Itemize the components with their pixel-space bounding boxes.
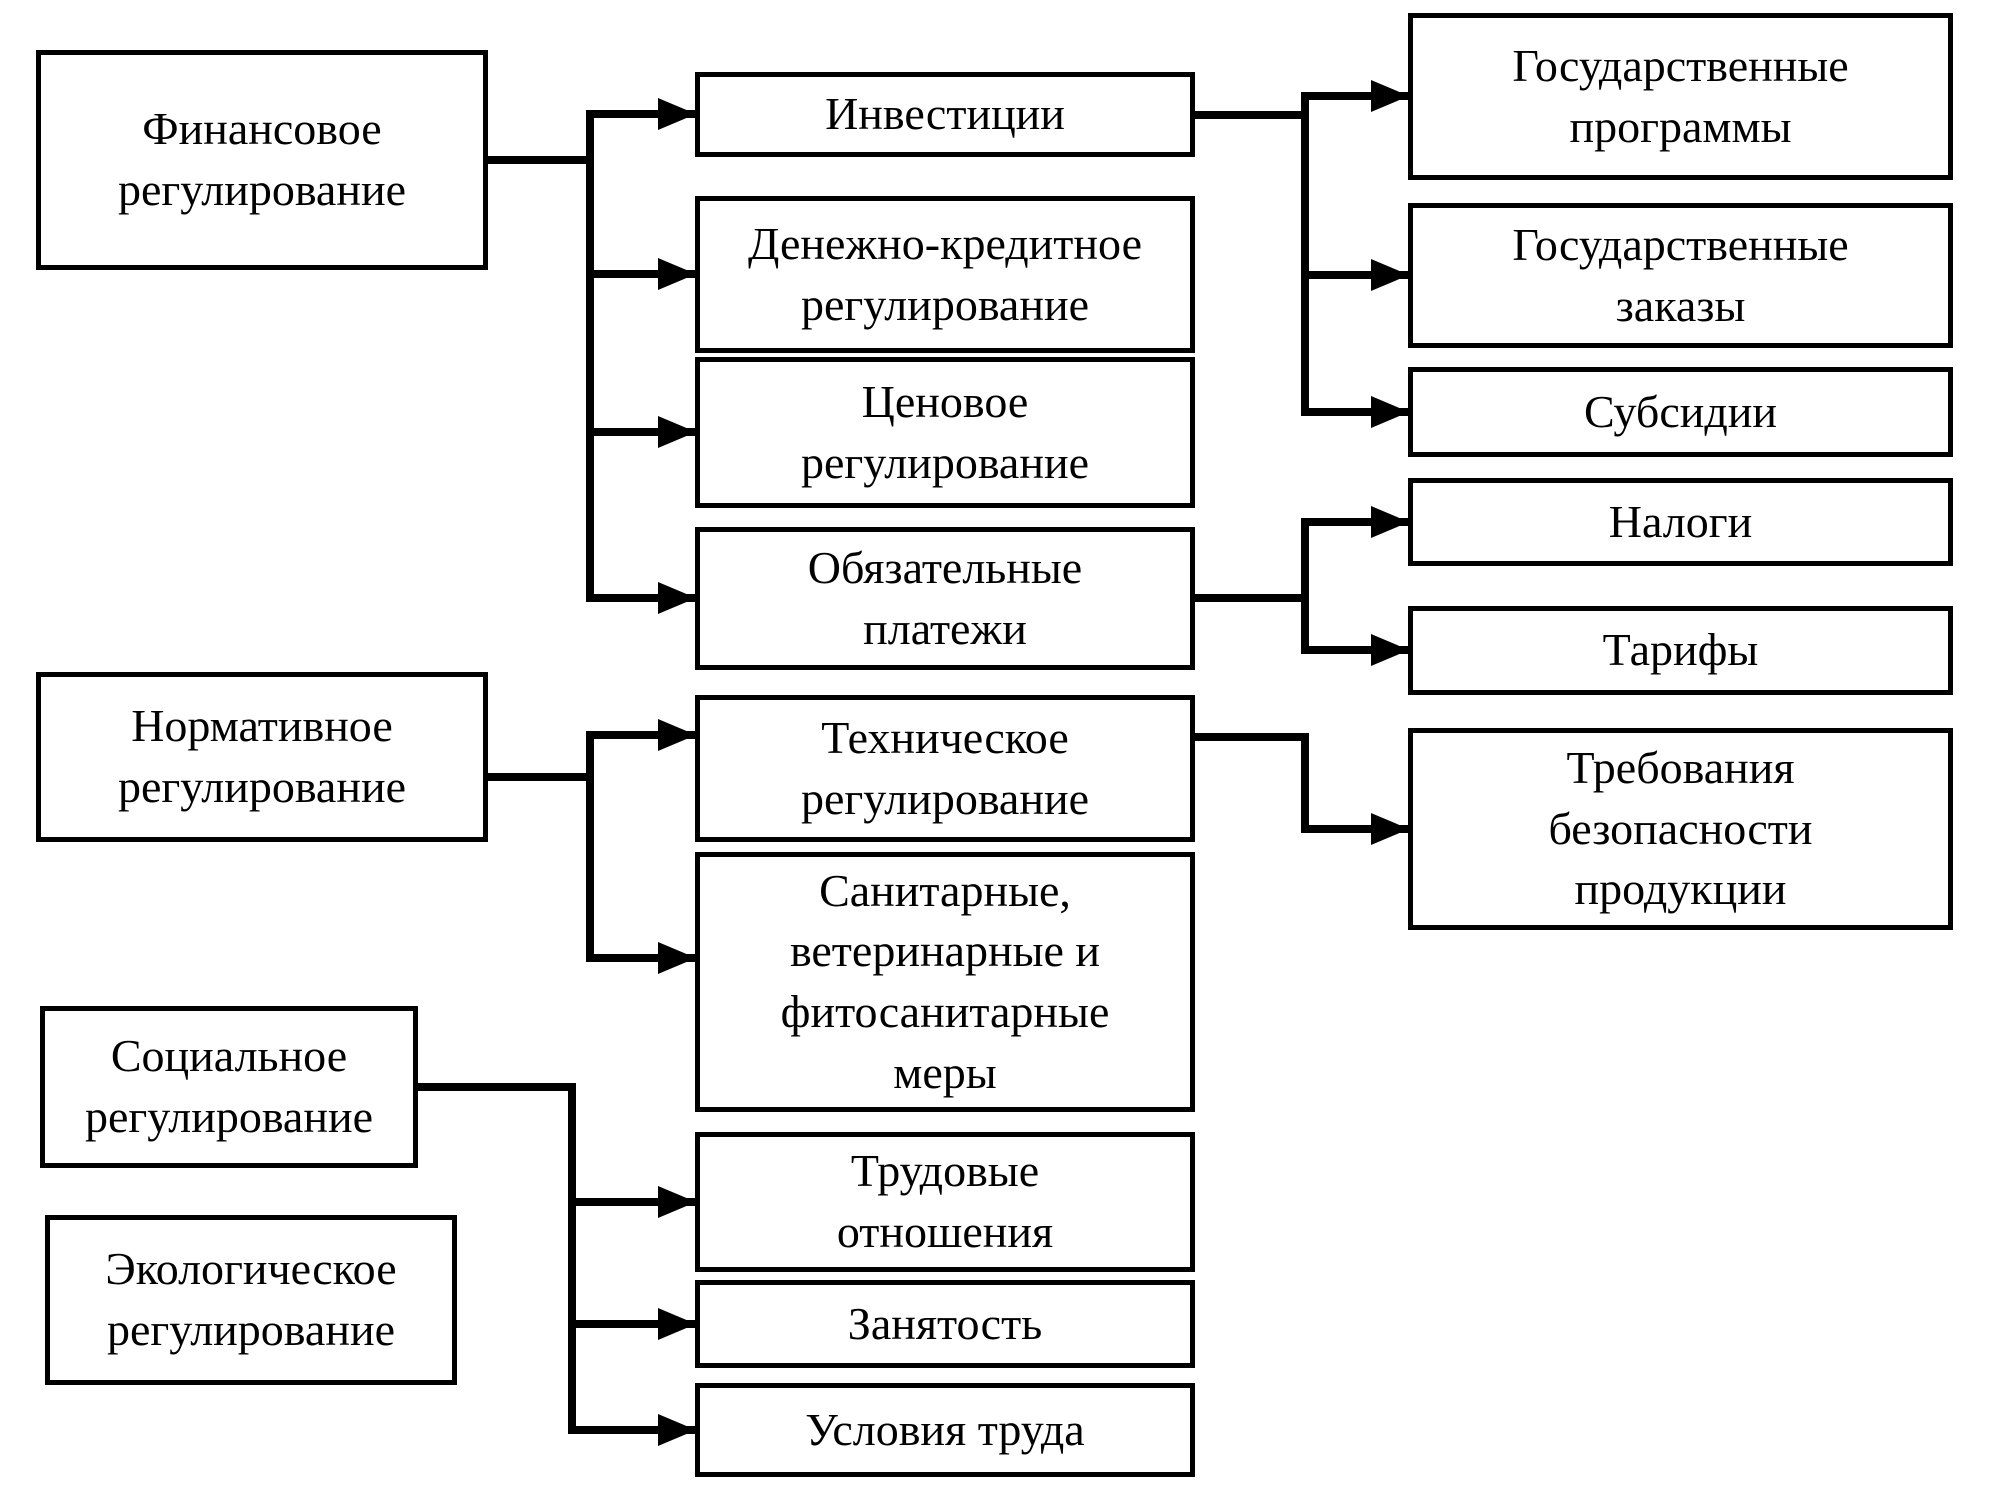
node-subsidies: Субсидии <box>1408 367 1953 457</box>
node-state-orders: Государственные заказы <box>1408 203 1953 348</box>
node-tariffs: Тарифы <box>1408 606 1953 695</box>
node-product-safety-requirements: Требования безопасности продукции <box>1408 728 1953 930</box>
node-state-programs: Государственные программы <box>1408 13 1953 180</box>
node-normative-regulation: Нормативное регулирование <box>36 672 488 842</box>
connector-investments-branches <box>1195 80 1409 428</box>
connector-normative-branches <box>488 719 696 974</box>
node-investments: Инвестиции <box>695 72 1195 157</box>
node-financial-regulation: Финансовое регулирование <box>36 50 488 270</box>
node-employment: Занятость <box>695 1280 1195 1368</box>
node-mandatory-payments: Обязательные платежи <box>695 527 1195 670</box>
connector-social-branches <box>418 1083 696 1446</box>
node-sanitary-veterinary-phytosanitary-measures: Санитарные, ветеринарные и фитосанитарны… <box>695 852 1195 1112</box>
node-technical-regulation: Техническое регулирование <box>695 695 1195 842</box>
node-price-regulation: Ценовое регулирование <box>695 357 1195 508</box>
connector-financial-branches <box>488 98 696 614</box>
node-working-conditions: Условия труда <box>695 1383 1195 1477</box>
node-labor-relations: Трудовые отношения <box>695 1132 1195 1272</box>
node-ecological-regulation: Экологическое регулирование <box>45 1215 457 1385</box>
connector-technical-branch <box>1195 733 1409 845</box>
node-monetary-credit-regulation: Денежно-кредитное регулирование <box>695 196 1195 353</box>
node-taxes: Налоги <box>1408 478 1953 566</box>
node-social-regulation: Социальное регулирование <box>40 1006 418 1168</box>
connector-mandatory-payments-branches <box>1195 506 1409 666</box>
